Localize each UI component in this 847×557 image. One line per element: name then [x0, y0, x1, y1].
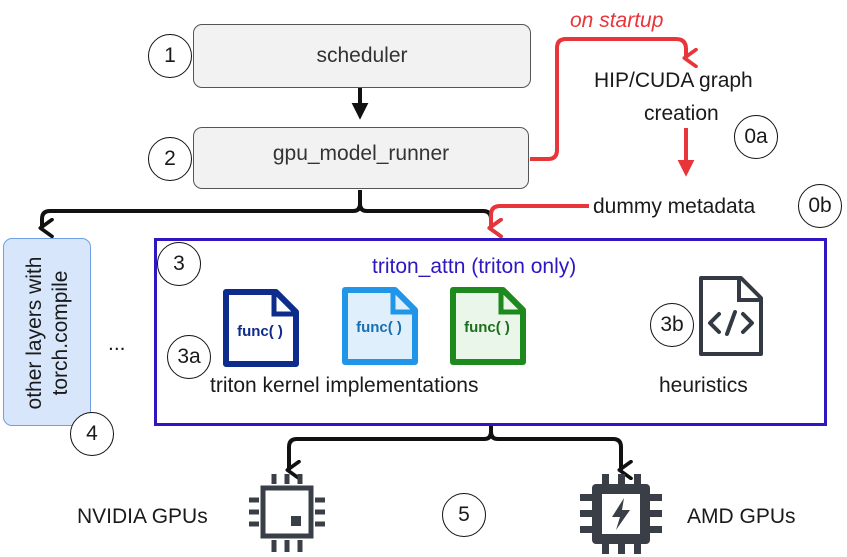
- arrow-triton-nvidia: [289, 426, 493, 470]
- arrow-runner-triton: [358, 190, 491, 228]
- kernel-implementations-label: triton kernel implementations: [210, 374, 479, 397]
- nvidia-gpus-label: NVIDIA GPUs: [77, 505, 208, 528]
- on-startup-label: on startup: [570, 9, 664, 32]
- arrow-startup: [530, 37, 686, 161]
- svg-text:func( ): func( ): [464, 319, 510, 336]
- power-chip-icon: [580, 474, 662, 554]
- function-file-icon-blue: func( ): [342, 287, 418, 365]
- runner-label: gpu_model_runner: [272, 142, 450, 165]
- marker-3: 3: [157, 242, 201, 286]
- amd-gpus-label: AMD GPUs: [687, 505, 796, 528]
- marker-3a: 3a: [167, 335, 211, 379]
- code-file-icon: [699, 276, 763, 356]
- triton-attn-title: triton_attn (triton only): [372, 255, 577, 278]
- cpu-chip-icon: [249, 474, 325, 552]
- scheduler-box: scheduler: [193, 24, 531, 88]
- marker-2: 2: [148, 137, 192, 181]
- arrow-dummy-triton: [491, 204, 589, 228]
- svg-text:func( ): func( ): [356, 319, 402, 336]
- ellipsis: ...: [108, 332, 126, 355]
- marker-0a: 0a: [734, 115, 778, 159]
- svg-text:func( ): func( ): [237, 323, 283, 340]
- marker-4: 4: [70, 412, 114, 456]
- marker-1: 1: [148, 34, 192, 78]
- scheduler-label: scheduler: [316, 44, 408, 67]
- triton-attn-frame: [154, 238, 827, 426]
- runner-box: gpu_model_runner: [193, 127, 529, 189]
- graph-line2: creation: [644, 102, 719, 125]
- side-label-line2: torch.compile: [49, 270, 72, 396]
- other-layers-box: other layers with torch.compile: [3, 238, 91, 426]
- marker-3b: 3b: [650, 303, 694, 347]
- side-label-line1: other layers with: [23, 256, 46, 410]
- function-file-icon-navy: func( ): [223, 289, 299, 367]
- dummy-metadata-label: dummy metadata: [593, 195, 756, 218]
- function-file-icon-green: func( ): [450, 287, 526, 365]
- arrow-runner-split: [42, 190, 362, 228]
- marker-5: 5: [442, 493, 486, 537]
- graph-line1: HIP/CUDA graph: [594, 69, 753, 92]
- arrow-triton-amd: [489, 426, 621, 470]
- marker-0b: 0b: [798, 184, 842, 228]
- heuristics-label: heuristics: [659, 374, 748, 397]
